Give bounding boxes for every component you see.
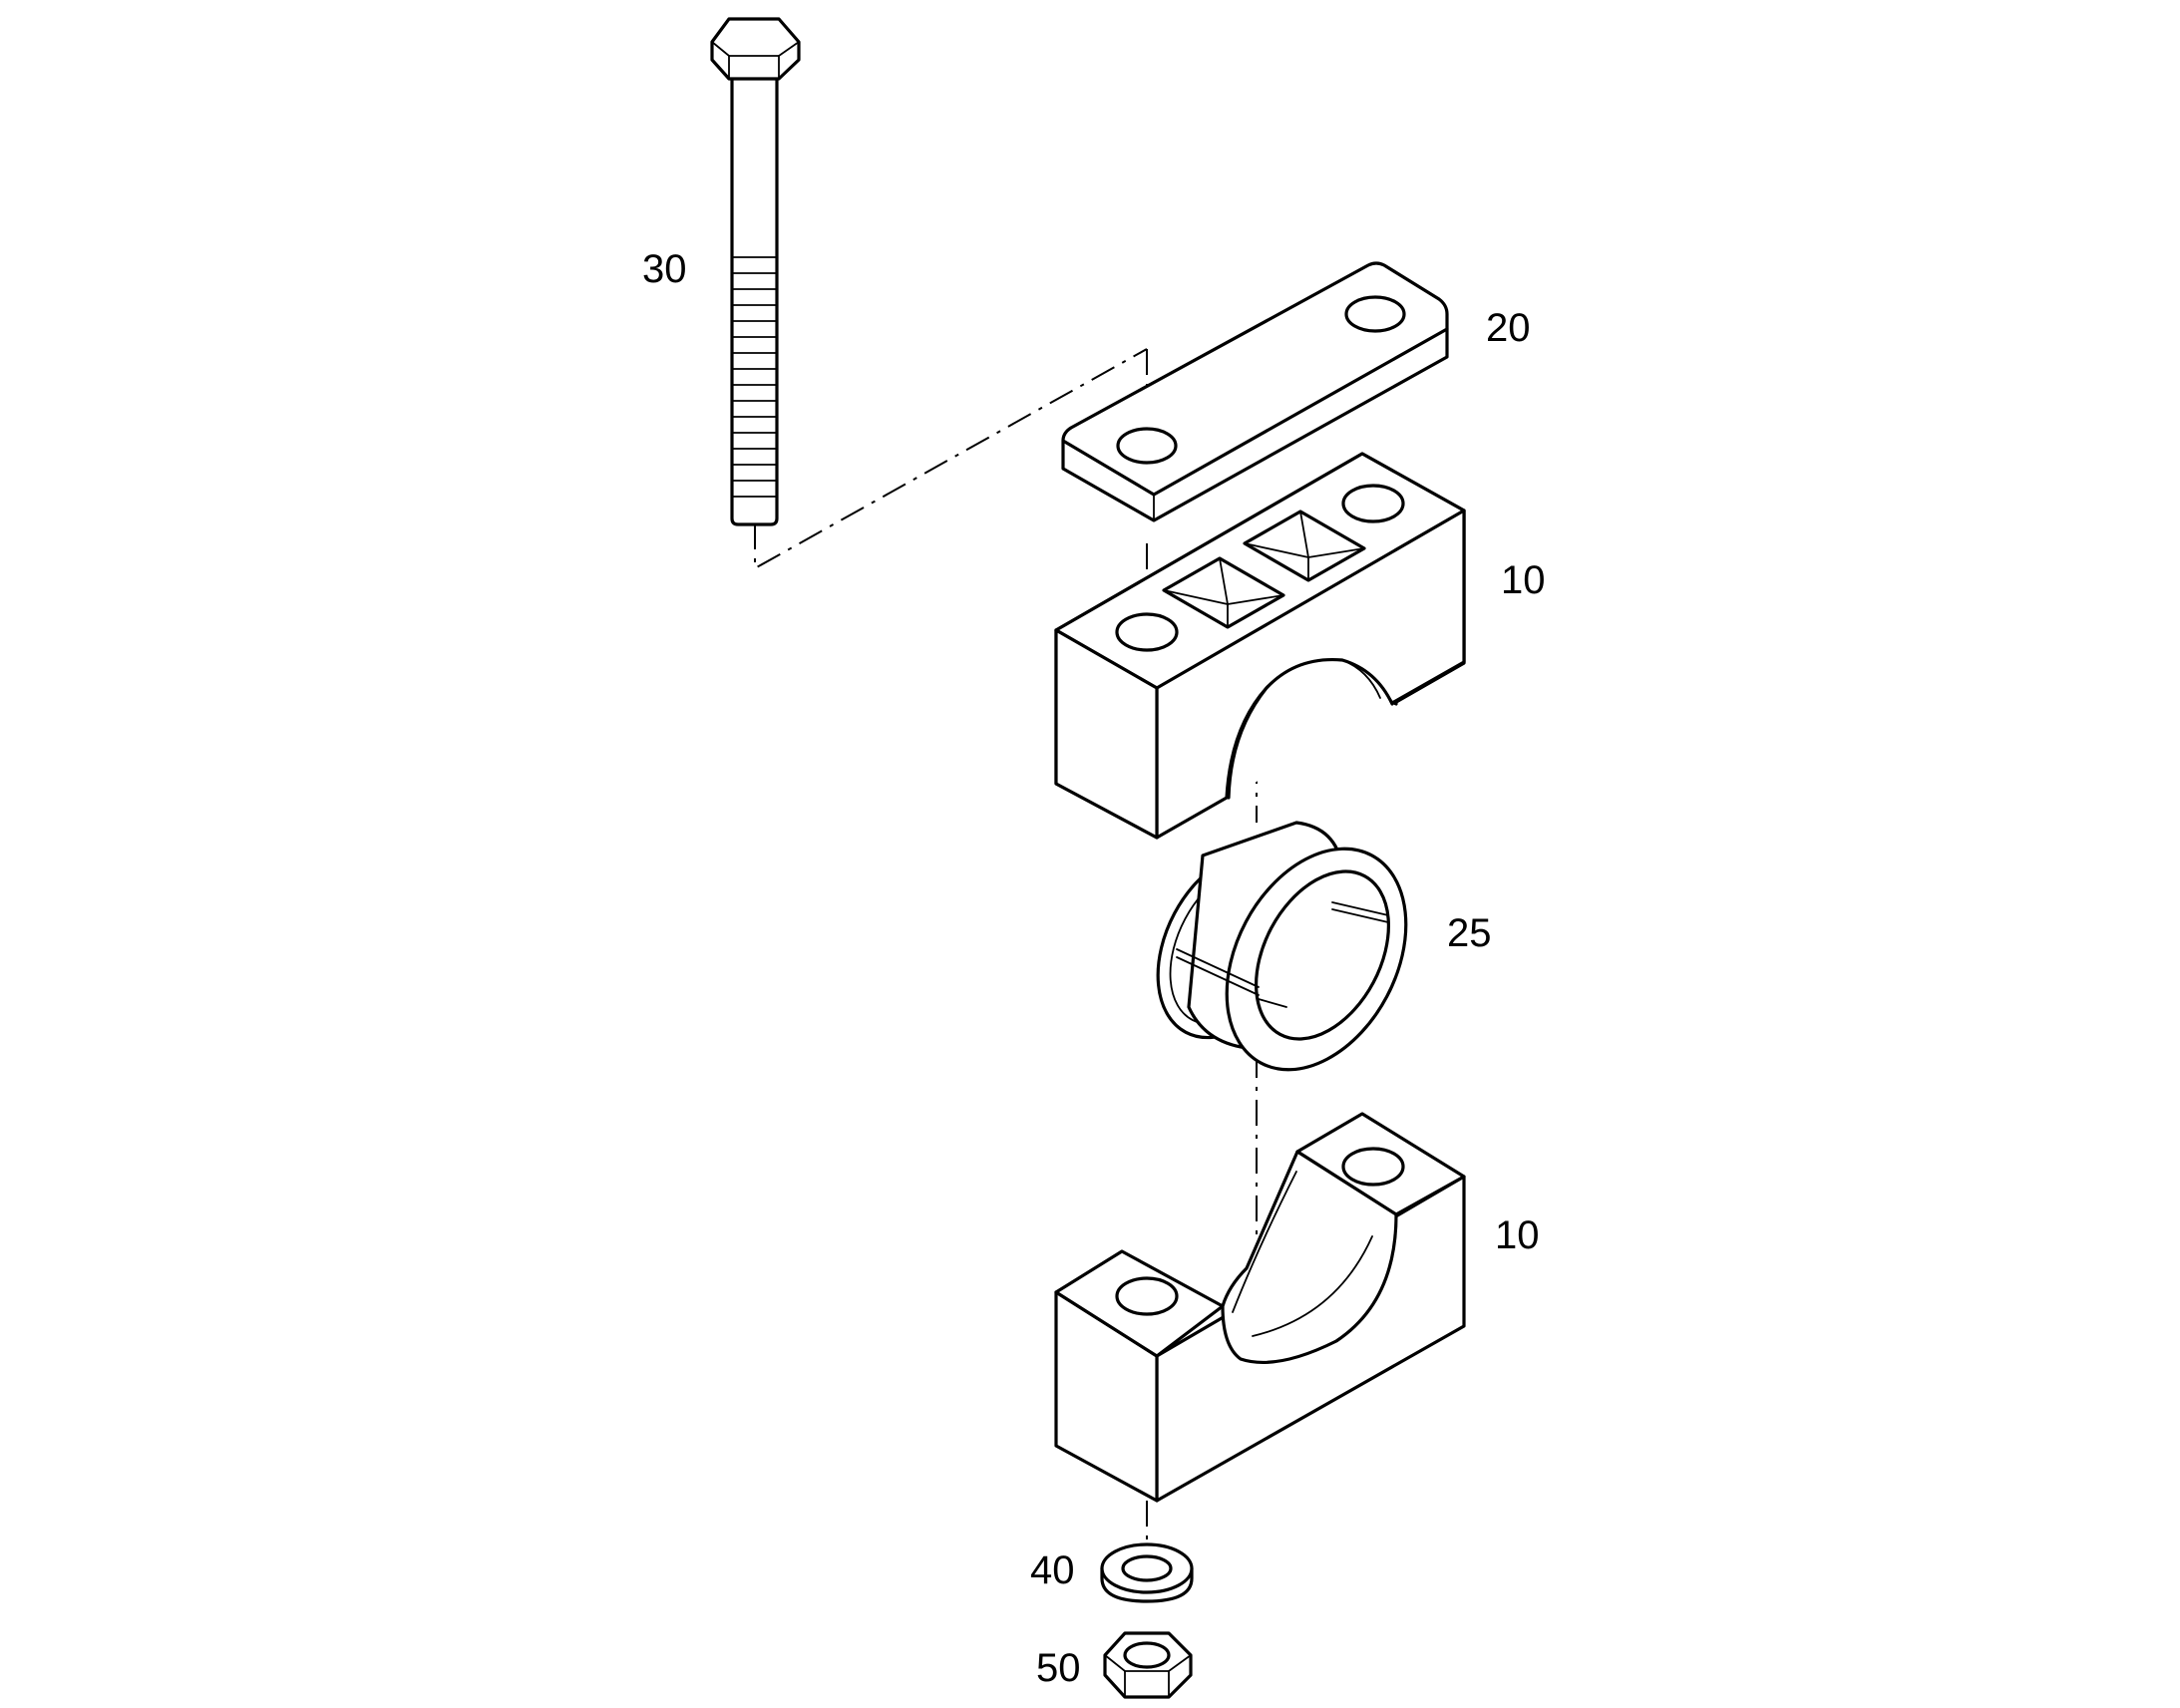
flanged-bushing: [1156, 821, 1408, 1072]
cover-plate: [1061, 261, 1449, 522]
callout-bushing: 25: [1447, 911, 1492, 955]
lower-clamp-half: [1054, 1112, 1466, 1503]
upper-clamp-half: [1054, 452, 1466, 840]
washer: [1100, 1542, 1194, 1603]
callout-lower-clamp: 10: [1495, 1213, 1540, 1257]
callout-washer: 40: [1030, 1548, 1075, 1592]
hex-bolt: [710, 17, 801, 526]
hex-nut: [1103, 1631, 1193, 1699]
callout-bolt: 30: [642, 247, 687, 291]
callout-upper-clamp: 10: [1501, 558, 1546, 602]
callout-cover-plate: 20: [1486, 306, 1531, 350]
callout-labels: 30 20 10 25 10 40 50: [642, 247, 1546, 1690]
callout-nut: 50: [1036, 1646, 1081, 1690]
